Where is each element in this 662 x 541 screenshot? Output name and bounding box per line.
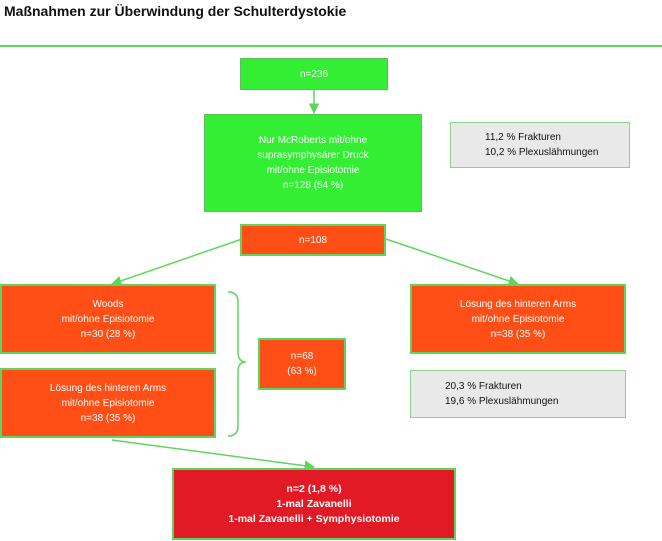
arrow-remaining-to-posterior-arm <box>385 238 519 286</box>
node-posterior-arm-right-line: n=38 (35 %) <box>490 328 546 340</box>
node-mcroberts-line: n=128 (54 %) <box>282 180 344 191</box>
node-woods-line: n=30 (28 %) <box>80 328 136 340</box>
complication-2-line: 19,6 % Plexuslähmungen <box>445 396 559 407</box>
page-title: Maßnahmen zur Überwindung der Schulterdy… <box>4 3 347 19</box>
node-mcroberts: Nur McRoberts mit/ohne suprasymphysärer … <box>204 114 422 212</box>
node-posterior-arm-left-line: mit/ohne Episiotomie <box>61 397 155 409</box>
complication-1-line: 11,2 % Frakturen <box>485 132 561 143</box>
node-woods-line: mit/ohne Episiotomie <box>61 313 155 325</box>
node-total: n=236 <box>240 58 388 90</box>
node-mcroberts-line: suprasymphysärer Druck <box>257 150 369 161</box>
node-zavanelli-line: 1-mal Zavanelli + Symphysiotomie <box>228 512 400 525</box>
node-posterior-arm-left: Lösung des hinteren Arms mit/ohne Episio… <box>0 368 216 438</box>
node-woods: Woods mit/ohne Episiotomie n=30 (28 %) <box>0 284 216 354</box>
node-combined-line: n=68 <box>290 351 314 362</box>
node-combined-line: (63 %) <box>287 366 317 377</box>
complication-2-line: 20,3 % Frakturen <box>445 381 522 392</box>
title-divider <box>0 45 662 47</box>
node-zavanelli-line: n=2 (1,8 %) <box>286 482 342 495</box>
node-mcroberts-line: mit/ohne Episiotomie <box>266 165 360 176</box>
node-posterior-arm-right-line: mit/ohne Episiotomie <box>471 313 565 325</box>
node-zavanelli-line: 1-mal Zavanelli <box>276 497 352 510</box>
arrow-remaining-to-woods <box>111 238 243 286</box>
node-posterior-arm-right: Lösung des hinteren Arms mit/ohne Episio… <box>410 284 626 354</box>
node-remaining-line: n=108 <box>298 234 328 246</box>
complication-box-1: 11,2 % Frakturen 10,2 % Plexuslähmungen <box>450 122 630 168</box>
node-combined: n=68 (63 %) <box>258 338 346 390</box>
node-mcroberts-line: Nur McRoberts mit/ohne <box>258 135 368 146</box>
node-total-line: n=236 <box>299 68 329 80</box>
complication-1-line: 10,2 % Plexuslähmungen <box>485 147 599 158</box>
node-posterior-arm-left-line: n=38 (35 %) <box>80 412 136 424</box>
node-zavanelli: n=2 (1,8 %) 1-mal Zavanelli 1-mal Zavane… <box>172 468 456 540</box>
node-posterior-arm-left-line: Lösung des hinteren Arms <box>49 382 167 394</box>
brace-combined <box>227 291 247 437</box>
arrow-to-zavanelli <box>111 439 316 471</box>
node-woods-line: Woods <box>92 298 124 310</box>
node-posterior-arm-right-line: Lösung des hinteren Arms <box>459 298 577 310</box>
node-remaining: n=108 <box>240 224 386 256</box>
complication-box-2: 20,3 % Frakturen 19,6 % Plexuslähmungen <box>410 370 626 418</box>
